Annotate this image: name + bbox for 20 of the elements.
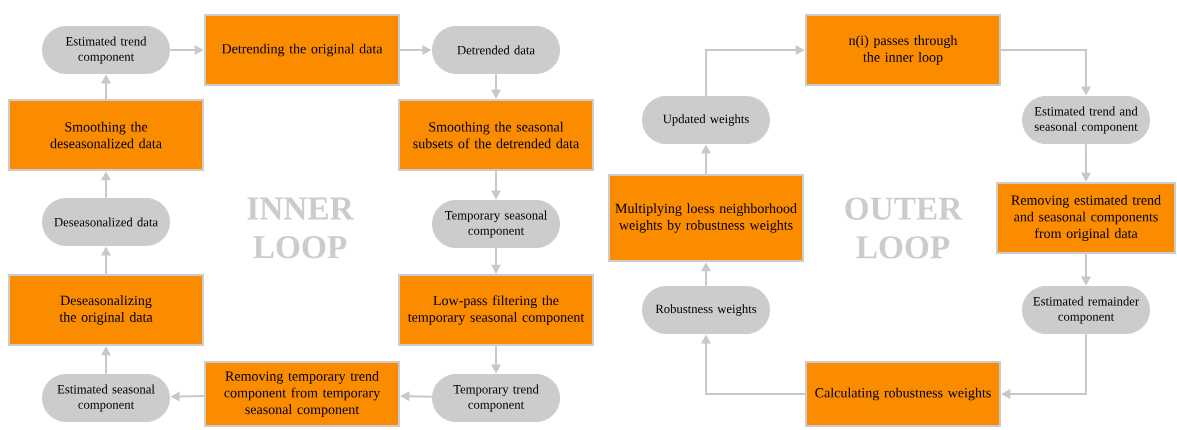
data-pill: Robustness weights (642, 286, 770, 334)
process-box: Removing estimated trend and seasonal components from original data (996, 182, 1176, 254)
process-box: Low-pass filtering the temporary seasonal component (398, 274, 594, 346)
process-box: n(i) passes through the inner loop (805, 14, 1001, 86)
data-pill: Detrended data (432, 26, 560, 74)
data-pill: Updated weights (642, 96, 770, 144)
data-pill: Estimated trend component (42, 26, 170, 74)
process-box: Smoothing the deseasonalized data (8, 99, 204, 171)
process-box: Calculating robustness weights (805, 361, 1001, 427)
process-box: Multiplying loess neighborhood weights by robustness weights (608, 174, 804, 262)
data-pill: Temporary trend component (432, 374, 560, 422)
data-pill: Estimated trend and seasonal component (1022, 96, 1150, 144)
data-pill: Deseasonalized data (42, 198, 170, 246)
process-box: Deseasonalizing the original data (8, 274, 204, 346)
data-pill: Estimated seasonal component (42, 374, 170, 422)
process-box: Removing temporary trend component from temporary seasonal component (204, 361, 400, 427)
process-box: Smoothing the seasonal subsets of the detrended data (398, 99, 594, 171)
process-box: Detrending the original data (204, 14, 400, 86)
data-pill: Temporary seasonal component (432, 200, 560, 248)
data-pill: Estimated remainder component (1022, 286, 1150, 334)
